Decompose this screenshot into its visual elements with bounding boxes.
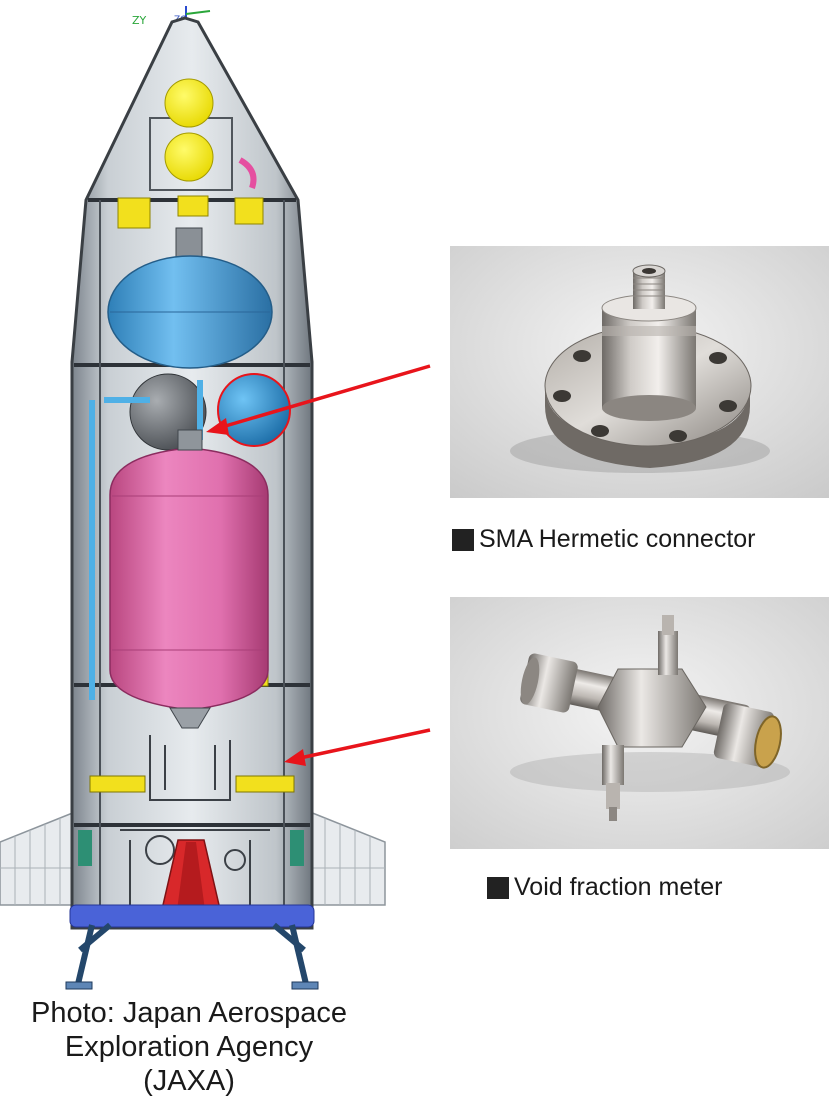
green-box-left xyxy=(78,830,92,866)
credit-line-1: Photo: Japan Aerospace xyxy=(30,997,347,1029)
fuel-tank xyxy=(109,429,269,729)
landing-pads xyxy=(65,981,319,990)
caption-text: Void fraction meter xyxy=(514,873,723,901)
caption-sma-connector: SMA Hermetic connector xyxy=(452,525,756,554)
void-fraction-meter-photo xyxy=(450,597,829,849)
caption-void-fraction-meter: Void fraction meter xyxy=(487,873,722,902)
square-bullet-icon xyxy=(452,528,474,551)
credit-line-2: Exploration Agency xyxy=(64,1031,314,1063)
green-box-right xyxy=(290,830,304,866)
credit-line-3: (JAXA) xyxy=(143,1065,235,1097)
caption-text: SMA Hermetic connector xyxy=(479,525,756,553)
engine-bay-brackets xyxy=(89,775,295,793)
oxidizer-tank xyxy=(107,227,273,369)
square-bullet-icon xyxy=(487,876,509,899)
sma-connector-photo xyxy=(450,246,829,498)
rocket-cutaway-illustration: ZY ZC xyxy=(0,6,386,990)
helium-bottles xyxy=(149,78,257,191)
landing-legs xyxy=(75,922,309,985)
fin-right xyxy=(309,810,386,906)
engine-plumbing xyxy=(120,735,270,910)
photo-credit: Photo: Japan Aerospace Exploration Agenc… xyxy=(0,996,378,1098)
fin-left xyxy=(0,810,76,906)
axis-label-y: ZY xyxy=(132,14,147,27)
base-ring xyxy=(69,904,315,928)
